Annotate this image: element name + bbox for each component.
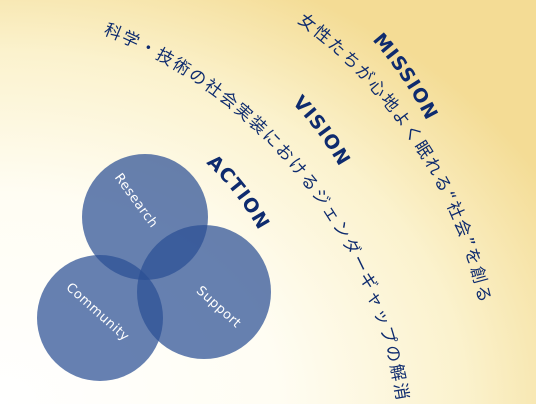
community-circle (37, 255, 163, 381)
action-heading-text: ACTION (203, 151, 273, 234)
action-heading: ACTION (203, 151, 274, 234)
support-circle (137, 225, 271, 359)
